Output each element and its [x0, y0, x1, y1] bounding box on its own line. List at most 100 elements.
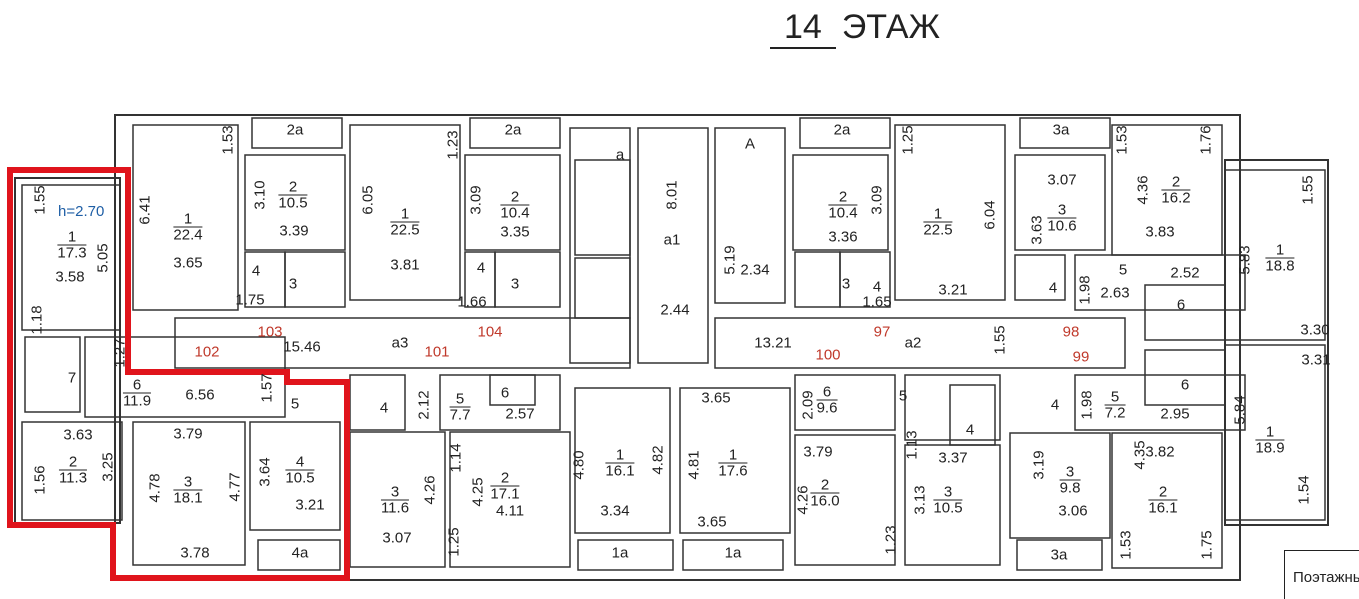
room-area: 7.7 [449, 406, 471, 424]
wall [24, 336, 81, 413]
room-area: 16.1 [605, 462, 635, 480]
dimension-label-vertical: 1.55 [31, 185, 49, 215]
space-code: 7 [67, 369, 77, 387]
dimension-label-vertical: 4.78 [146, 473, 164, 503]
dimension-label-vertical: 3.63 [1028, 215, 1046, 245]
dimension-label: 3.07 [382, 529, 412, 547]
wall [904, 444, 1001, 566]
room-number: 3 [380, 485, 410, 501]
room-number: 5 [1104, 390, 1126, 406]
room-area: 16.1 [1148, 499, 1178, 517]
dimension-label-vertical: 1.57 [258, 373, 276, 403]
space-code: 4 [379, 399, 389, 417]
room-number: 6 [816, 385, 838, 401]
dimension-label-vertical: 3.13 [911, 485, 929, 515]
wall [1224, 344, 1326, 521]
wall [494, 251, 561, 308]
dimension-label-vertical: 4.36 [1134, 175, 1152, 205]
room-number: 1 [1265, 243, 1295, 259]
dimension-label-vertical: 1.56 [31, 465, 49, 495]
dimension-label: 2.63 [1100, 284, 1130, 302]
wall [682, 539, 784, 571]
wall [284, 251, 346, 308]
room-number: 2 [810, 478, 840, 494]
room-number: 1 [923, 207, 953, 223]
wall [794, 374, 896, 431]
room-area: 11.3 [58, 469, 88, 487]
room-area: 10.4 [500, 204, 530, 222]
space-code: 2a [504, 121, 522, 139]
wall [1144, 284, 1226, 341]
dimension-label: 3.21 [295, 496, 325, 514]
dimension-label: 3.06 [1058, 502, 1088, 520]
dimension-label-vertical: 1.75 [1198, 530, 1216, 560]
wall [21, 184, 121, 331]
wall [894, 124, 1006, 301]
wall [714, 127, 786, 304]
room-area: 9.8 [1059, 479, 1081, 497]
wall [251, 117, 343, 149]
dimension-label-vertical: 1.98 [1078, 390, 1096, 420]
dimension-label-vertical: 4.26 [421, 475, 439, 505]
dimension-label: 4.11 [495, 502, 525, 520]
room-number: 1 [605, 448, 635, 464]
dimension-label: 1.65 [862, 293, 892, 311]
wall [574, 387, 671, 534]
space-code: 3 [510, 275, 520, 293]
dimension-label-vertical: 4.82 [649, 445, 667, 475]
apartment-number: 102 [194, 343, 220, 361]
space-code: 3 [841, 275, 851, 293]
room-area: 10.4 [828, 204, 858, 222]
wall [904, 374, 1001, 441]
wall [257, 539, 341, 571]
dimension-label-vertical: 1.25 [899, 125, 917, 155]
room-number: 2 [1161, 175, 1191, 191]
dimension-label: 2.95 [1160, 405, 1190, 423]
room-area: 16.0 [810, 492, 840, 510]
dimension-label: 3.34 [600, 502, 630, 520]
room-number: 1 [57, 230, 87, 246]
room-area: 10.5 [278, 194, 308, 212]
dimension-label: 1.66 [457, 293, 487, 311]
space-code: 1a [724, 544, 742, 562]
dimension-label: 3.21 [938, 281, 968, 299]
space-code: a1 [663, 231, 681, 249]
space-code: 6 [1176, 296, 1186, 314]
wall [349, 374, 406, 431]
room-number: 2 [278, 180, 308, 196]
dimension-label: 3.31 [1301, 351, 1331, 369]
space-code: 4 [1050, 396, 1060, 414]
wall [132, 124, 239, 311]
room-number: 2 [500, 190, 530, 206]
legend-box: Поэтажны [1284, 550, 1359, 599]
wall [1224, 169, 1326, 341]
space-code: a3 [391, 334, 409, 352]
dimension-label-vertical: 5.84 [1231, 395, 1249, 425]
room-number: 2 [490, 471, 520, 487]
room-area: 22.5 [923, 221, 953, 239]
room-number: 2 [58, 455, 88, 471]
dimension-label-vertical: 1.18 [28, 305, 46, 335]
dimension-label: 3.37 [938, 449, 968, 467]
dimension-label: 3.79 [173, 425, 203, 443]
dimension-label-vertical: 1.53 [219, 125, 237, 155]
room-area: 10.5 [933, 499, 963, 517]
floor-word: ЭТАЖ [841, 8, 940, 46]
dimension-label: 2.44 [660, 301, 690, 319]
dimension-label-vertical: 3.09 [467, 185, 485, 215]
dimension-label: 3.63 [63, 426, 93, 444]
room-area: 11.9 [122, 392, 152, 410]
dimension-label: 6.56 [185, 386, 215, 404]
dimension-label-vertical: 1.55 [991, 325, 1009, 355]
wall [1074, 374, 1246, 431]
